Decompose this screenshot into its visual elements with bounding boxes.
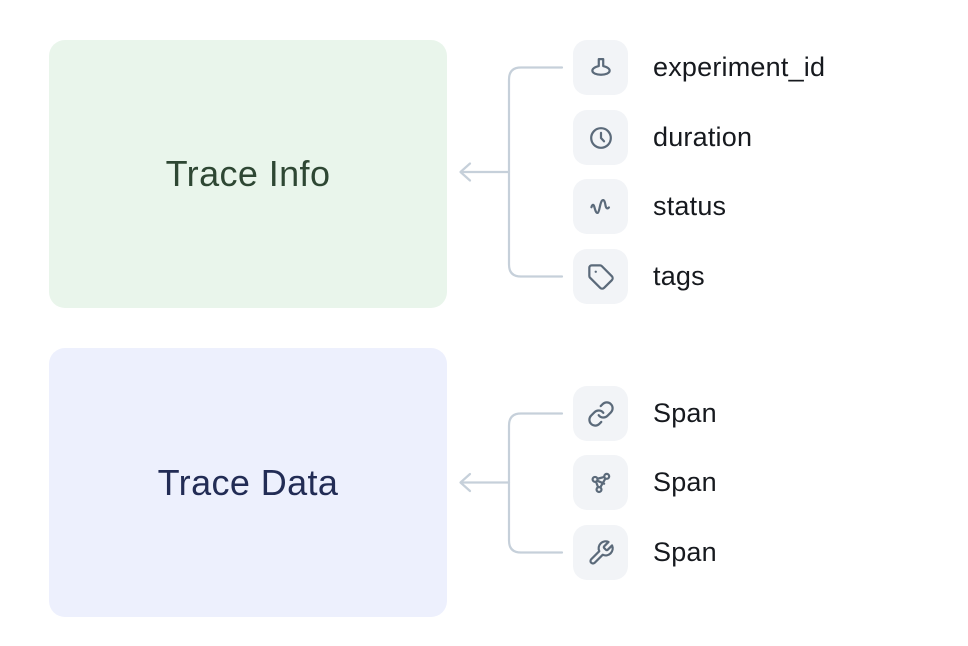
graph-icon: [573, 455, 628, 510]
wrench-icon: [573, 525, 628, 580]
trace-info-box: Trace Info: [49, 40, 447, 308]
list-item-experiment-id: experiment_id: [573, 40, 825, 95]
list-item-span-2: Span: [573, 455, 717, 510]
list-item-tags: tags: [573, 249, 705, 304]
activity-icon: [573, 179, 628, 234]
list-item-span-3: Span: [573, 525, 717, 580]
item-label: tags: [653, 261, 705, 291]
list-item-duration: duration: [573, 110, 752, 165]
trace-data-box: Trace Data: [49, 348, 447, 617]
flask-icon: [573, 40, 628, 95]
item-label: Span: [653, 467, 717, 497]
trace-data-connector: [459, 412, 564, 554]
item-label: status: [653, 191, 727, 221]
item-label: Span: [653, 537, 717, 567]
tag-icon: [573, 249, 628, 304]
clock-icon: [573, 110, 628, 165]
trace-info-connector: [459, 66, 564, 278]
item-label: Span: [653, 398, 717, 428]
item-label: experiment_id: [653, 52, 826, 82]
item-label: duration: [653, 122, 753, 152]
link-icon: [573, 386, 628, 441]
trace-info-label: Trace Info: [165, 153, 331, 194]
list-item-status: status: [573, 179, 726, 234]
trace-data-label: Trace Data: [157, 461, 339, 503]
list-item-span-1: Span: [573, 386, 717, 441]
